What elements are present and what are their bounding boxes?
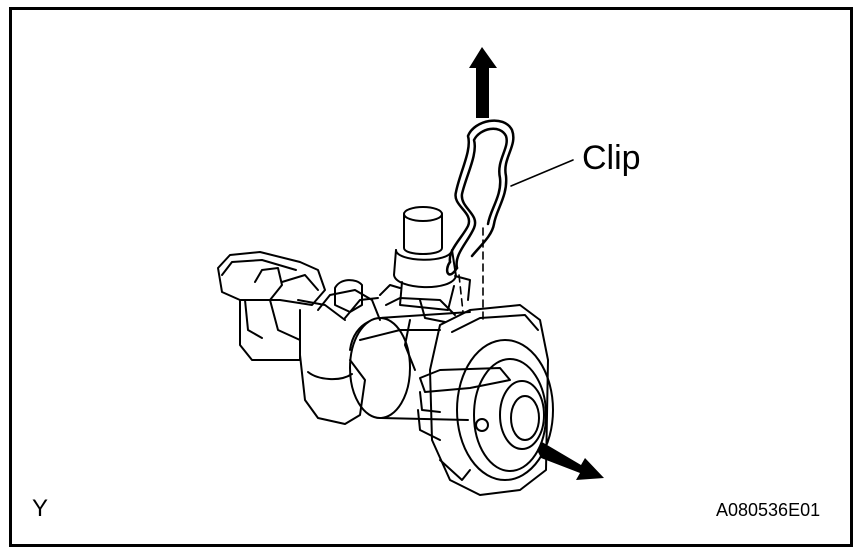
clip-leader-line (510, 159, 574, 187)
clip-part (445, 119, 515, 276)
clip-callout-label: Clip (582, 139, 641, 177)
figure-code: A080536E01 (716, 500, 821, 520)
outlet-flange (417, 304, 554, 496)
pipe-nipple (379, 206, 471, 311)
corner-mark: Y (32, 495, 49, 522)
arrow-up-icon (469, 47, 497, 118)
guide-lines (458, 227, 484, 323)
valve-body (297, 279, 381, 425)
connector-housing (217, 251, 326, 361)
cylinder-body (344, 297, 471, 421)
arrow-right-down-icon (537, 442, 604, 480)
figure-frame (9, 7, 853, 547)
